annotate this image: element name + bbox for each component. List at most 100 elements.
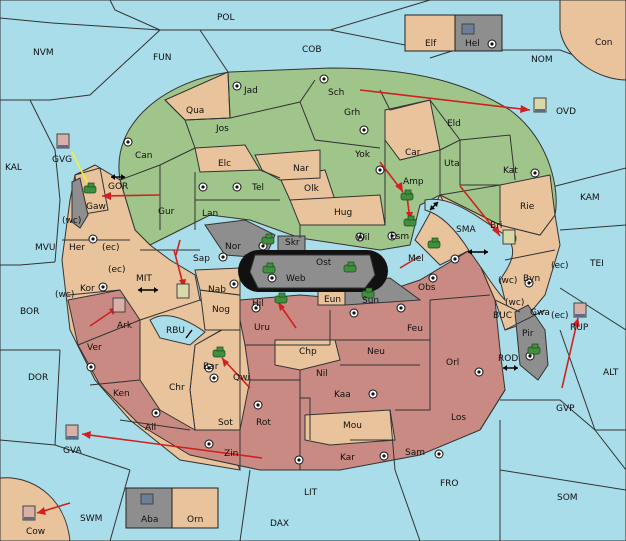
unit-hel <box>461 23 475 35</box>
label-POL: POL <box>217 13 235 23</box>
label-skr: Skr <box>285 238 300 248</box>
sc-ken <box>151 408 161 418</box>
label-mel: Mel <box>408 254 424 264</box>
label-hil: Hil <box>252 299 264 309</box>
label-chp: Chp <box>299 347 317 357</box>
unit-bri <box>502 229 516 245</box>
label-BUC: BUC <box>493 311 512 321</box>
unit-gva <box>65 424 79 440</box>
bicoast-markers <box>111 174 518 371</box>
army-pir <box>527 343 541 355</box>
sc-sam <box>434 449 444 459</box>
sc-ail <box>204 439 214 449</box>
sc-web <box>267 273 277 283</box>
label-esm: Esm <box>390 232 409 242</box>
region-nor <box>204 219 276 259</box>
sc-kat <box>530 168 540 178</box>
label-MIT: MIT <box>136 274 152 284</box>
region-chp <box>274 339 341 371</box>
label-Cow: Cow <box>26 527 45 537</box>
region-rie <box>499 174 556 236</box>
label-ost: Ost <box>316 258 332 268</box>
label-gaw: Gaw <box>86 202 106 212</box>
label-bri: Bri <box>490 221 502 231</box>
army-esm <box>403 215 417 227</box>
arrow-sch-ovd <box>359 89 531 111</box>
label-jad: Jad <box>243 86 258 96</box>
sc-byn <box>524 278 534 288</box>
sc-feu <box>349 308 359 318</box>
label-orl: Orl <box>446 358 459 368</box>
army-hil <box>274 292 288 304</box>
label-kor: Kor <box>80 284 95 294</box>
sc-sap <box>218 252 228 262</box>
army-ost <box>343 261 357 273</box>
label-web: Web <box>286 274 306 284</box>
label-sam: Sam <box>405 448 425 458</box>
label-elf: Elf <box>425 39 437 49</box>
army-mel <box>427 237 441 249</box>
label-SMA: SMA <box>456 225 476 235</box>
region-pir <box>514 304 549 381</box>
label-hel: Hel <box>465 39 480 49</box>
label-COB: COB <box>302 45 322 55</box>
label-eun: Eun <box>324 295 341 305</box>
label-can: Can <box>135 151 153 161</box>
label-grh: Grh <box>344 108 360 118</box>
label-gur: Gur <box>158 207 175 217</box>
arrow-zin-gva <box>81 433 263 459</box>
label-elc: Elc <box>218 159 231 169</box>
sc-kor <box>98 282 108 292</box>
unit-ovd <box>533 97 547 113</box>
sc-sun <box>396 303 406 313</box>
sc-sch <box>319 74 329 84</box>
label-olk: Olk <box>304 184 320 194</box>
label-uta: Uta <box>444 159 460 169</box>
label-nor: Nor <box>225 242 241 252</box>
label-tel: Tel <box>251 183 264 193</box>
coast-label: (ec) <box>551 261 569 271</box>
label-feu: Feu <box>407 324 423 334</box>
sc-uru <box>251 303 261 313</box>
label-pir: Pir <box>522 329 534 339</box>
label-yok: Yok <box>354 150 371 160</box>
sc-bar <box>204 363 214 373</box>
label-byn: Byn <box>523 274 540 284</box>
label-ROD: ROD <box>498 354 518 364</box>
unit-gvg <box>56 133 70 149</box>
army-amp <box>400 189 414 201</box>
label-GVP: GVP <box>556 404 575 414</box>
coast-label: (ec) <box>102 243 120 253</box>
region-web-inner <box>249 254 376 289</box>
label-wil: Wil <box>356 233 370 243</box>
label-kar: Kar <box>340 453 355 463</box>
coast-label: (wc) <box>62 216 81 226</box>
label-los: Los <box>451 413 466 423</box>
label-uru: Uru <box>254 323 270 333</box>
army-sun <box>361 287 375 299</box>
region-nar <box>254 149 321 181</box>
label-chr: Chr <box>169 383 185 393</box>
arrow-gur-gaw <box>101 194 161 197</box>
label-sot: Sot <box>218 418 233 428</box>
label-NVM: NVM <box>33 48 54 58</box>
army-nor <box>261 233 275 245</box>
region-mou <box>304 409 396 446</box>
label-qua: Qua <box>186 106 204 116</box>
label-obs: Obs <box>418 283 436 293</box>
label-rup: RUP <box>570 323 589 333</box>
unit-ark <box>112 297 126 313</box>
label-LIT: LIT <box>304 488 318 498</box>
label-RBU: RBU <box>166 326 185 336</box>
sc-tel <box>232 182 242 192</box>
sc-zin <box>294 455 304 465</box>
sc-gur <box>198 182 208 192</box>
arrow-bri <box>459 185 501 237</box>
label-ail: Ail <box>145 423 156 433</box>
label-her: Her <box>69 243 85 253</box>
inner-sea-rbu <box>149 315 206 346</box>
label-KAM: KAM <box>580 193 600 203</box>
unit-cow <box>22 505 36 521</box>
sc-mel <box>450 254 460 264</box>
label-sun: Sun <box>362 296 379 306</box>
